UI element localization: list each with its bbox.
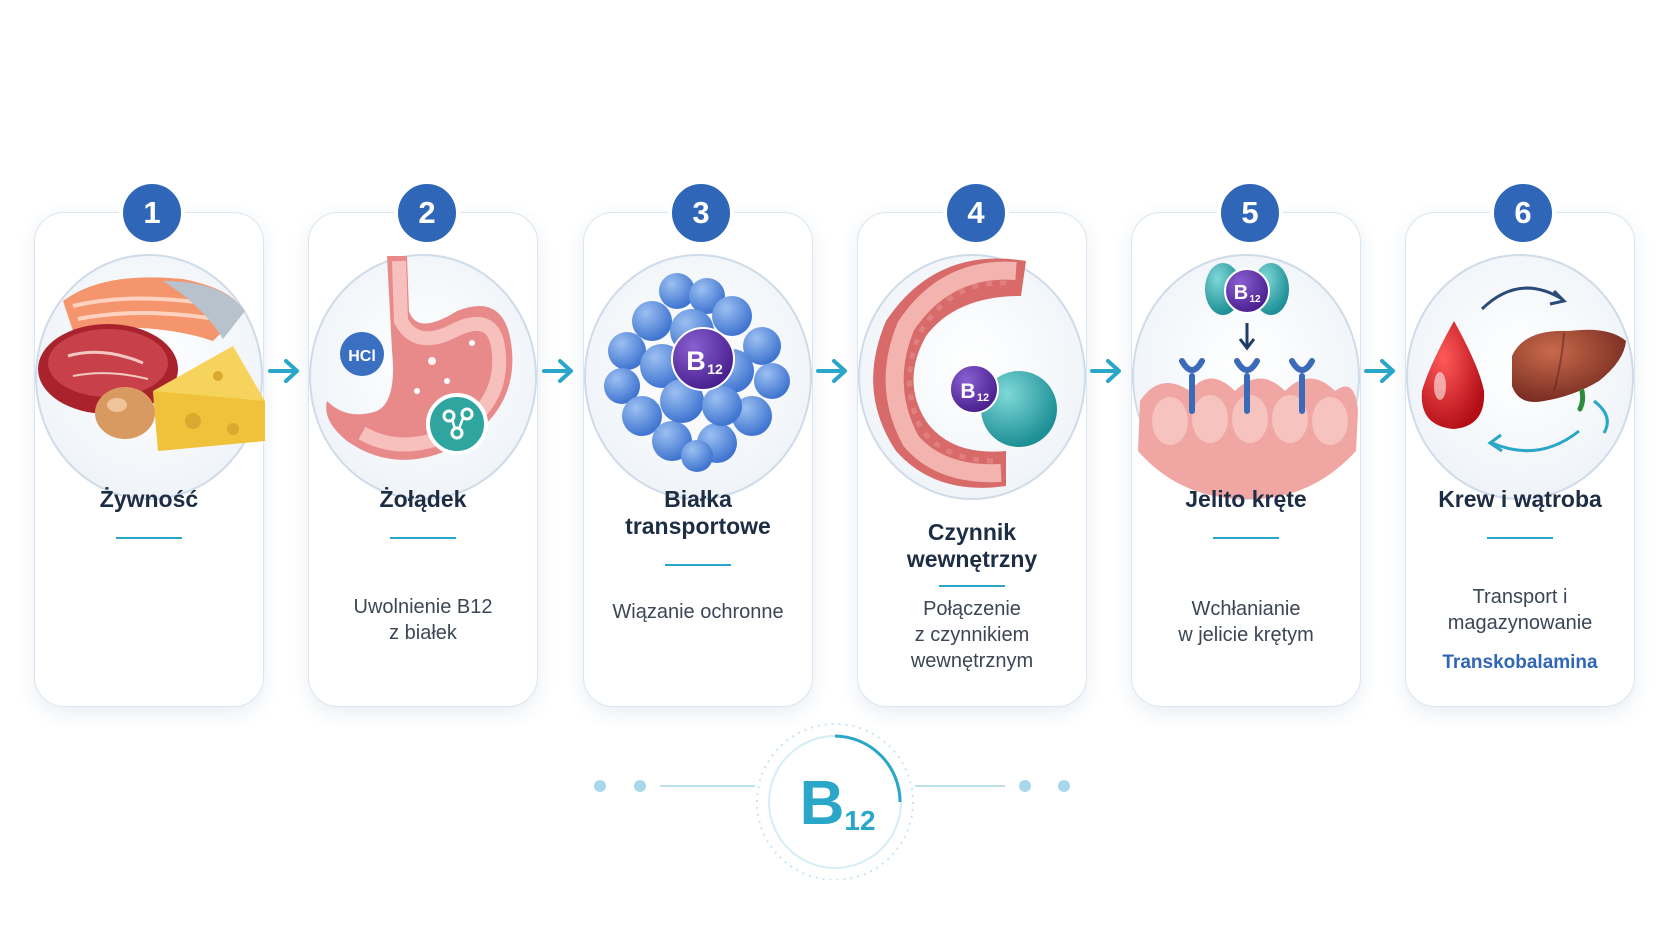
step-desc-4-line-3: wewnętrznym <box>910 650 1034 672</box>
step-number-badge-3: 3 <box>668 180 734 246</box>
b12-molecule-sub: 12 <box>707 361 723 377</box>
hcl-label: HCl <box>348 348 376 365</box>
step-divider-6 <box>1487 537 1553 539</box>
stomach-illustration: HCl <box>307 251 539 503</box>
b12-emblem-footer: B 12 <box>0 720 1672 881</box>
transport-protein-illustration: B 12 <box>582 251 814 503</box>
step-desc-3-line-1: Wiązanie ochronne <box>612 601 784 623</box>
ileum-absorption-illustration: B 12 <box>1130 251 1362 503</box>
b12-emblem-letter: B <box>800 769 845 838</box>
flow-arrow-1 <box>268 356 302 386</box>
step-desc-6-line-2: magazynowanie <box>1447 612 1593 634</box>
b12-molecule-letter-5: B <box>1234 282 1248 304</box>
flow-arrow-3 <box>816 356 850 386</box>
step-desc-4-line-1: Połączenie <box>923 598 1021 620</box>
step-title-4-line-2: wewnętrzny <box>906 546 1038 572</box>
step-title-6: Krew i wątroba <box>1438 486 1602 512</box>
b12-emblem-sub: 12 <box>844 805 875 836</box>
blood-liver-illustration <box>1404 251 1636 503</box>
step-number-badge-6: 6 <box>1490 180 1556 246</box>
step-extra-6: Transkobalamina <box>1442 652 1598 673</box>
b12-molecule-letter: B <box>686 346 706 376</box>
step-number-badge-5: 5 <box>1217 180 1283 246</box>
step-divider-1 <box>116 537 182 539</box>
step-number-badge-4: 4 <box>943 180 1009 246</box>
step-number-badge-2: 2 <box>394 180 460 246</box>
step-desc-6-line-1: Transport i <box>1472 586 1568 608</box>
step-divider-2 <box>390 537 456 539</box>
step-desc-5-line-2: w jelicie krętym <box>1178 624 1314 646</box>
step-desc-2-line-1: Uwolnienie B12 <box>353 596 493 618</box>
step-desc-2-line-2: z białek <box>389 622 457 644</box>
step-title-2: Żołądek <box>379 486 467 512</box>
step-desc-5-line-1: Wchłanianie <box>1191 598 1301 620</box>
flow-arrow-5 <box>1364 356 1398 386</box>
step-desc-4-line-2: z czynnikiem <box>914 624 1030 646</box>
step-title-3-line-1: Białka <box>664 486 732 512</box>
b12-molecule-letter-4: B <box>960 380 975 403</box>
food-illustration <box>33 251 265 503</box>
step-title-3-line-2: transportowe <box>625 513 771 539</box>
step-divider-5 <box>1213 537 1279 539</box>
flow-arrow-2 <box>542 356 576 386</box>
step-number-badge-1: 1 <box>119 180 185 246</box>
step-title-1: Żywność <box>99 486 199 512</box>
b12-molecule-sub-5: 12 <box>1249 294 1261 305</box>
step-title-4-line-1: Czynnik <box>927 519 1017 545</box>
step-divider-4 <box>939 585 1005 587</box>
flow-arrow-4 <box>1090 356 1124 386</box>
intrinsic-factor-illustration: B 12 <box>856 251 1088 503</box>
step-divider-3 <box>665 564 731 566</box>
step-title-5: Jelito kręte <box>1185 486 1307 512</box>
b12-molecule-sub-4: 12 <box>977 392 989 404</box>
